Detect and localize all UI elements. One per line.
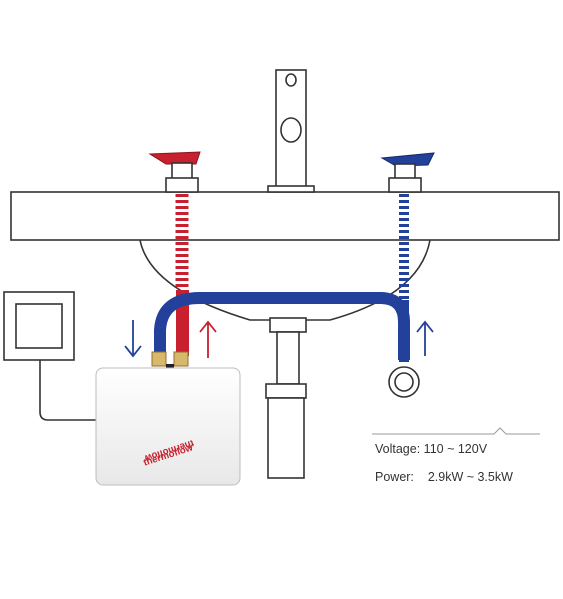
arrow-down-icon (124, 320, 142, 358)
wall-switch-icon (3, 291, 75, 361)
cold-feed-hose (154, 292, 410, 360)
hot-tap-handle-icon (148, 151, 201, 193)
countertop (10, 191, 560, 241)
shutoff-valve (388, 366, 420, 398)
drain-pipe (265, 317, 307, 479)
heater-fittings (151, 351, 189, 370)
spec-divider (372, 427, 540, 435)
faucet-icon (267, 69, 315, 193)
arrow-up-icon (199, 320, 217, 358)
hot-water-line (175, 194, 189, 356)
power-spec: Power: 2.9kW ~ 3.5kW (375, 470, 513, 484)
voltage-spec: Voltage: 110 ~ 120V (375, 442, 487, 456)
power-value: 2.9kW ~ 3.5kW (427, 470, 513, 484)
cold-tap-handle-icon (380, 152, 435, 193)
arrow-up-icon (416, 320, 434, 356)
power-cable (39, 360, 96, 421)
water-heater-unit (95, 367, 241, 486)
power-label: Power: (375, 470, 414, 484)
sink-basin (139, 239, 431, 321)
voltage-label: Voltage: (375, 442, 421, 456)
voltage-value: 110 ~ 120V (423, 442, 488, 456)
